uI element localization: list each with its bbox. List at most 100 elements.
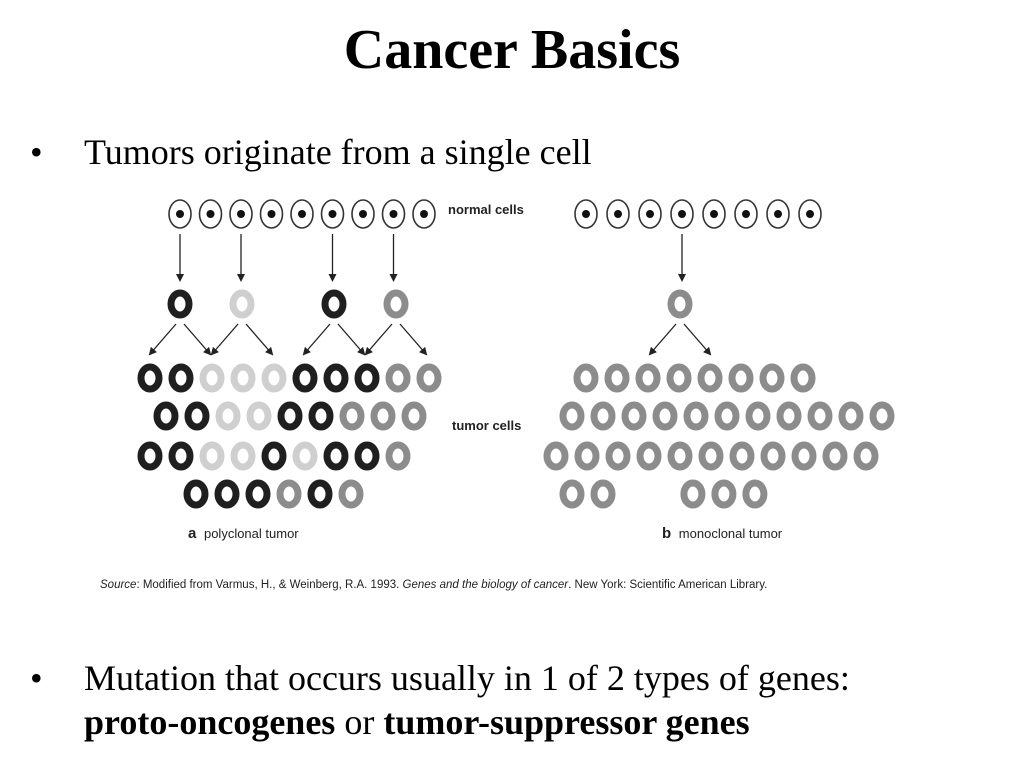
panel-a-tumor-cell	[214, 479, 240, 509]
normal-cell	[798, 199, 822, 229]
panel-a-tumor-cell	[354, 363, 380, 393]
normal-cell-nucleus	[742, 210, 750, 218]
panel-b-letter: b	[662, 525, 671, 542]
panel-a-tumor-cell	[370, 401, 396, 431]
normal-cell	[198, 199, 223, 229]
panel-b-caption: b monoclonal tumor	[662, 525, 783, 542]
panel-b-tumor-cell	[636, 441, 662, 471]
normal-cell-nucleus	[206, 210, 215, 218]
panel-b-tumor-cell	[853, 441, 879, 471]
panel-b-tumor-cell	[652, 401, 678, 431]
term-proto-oncogenes: proto-oncogenes	[84, 702, 336, 742]
panel-b-founder-cell	[667, 289, 693, 319]
panel-b-tumor-cell	[574, 441, 600, 471]
term-tumor-suppressor-genes: tumor-suppressor genes	[383, 702, 750, 742]
lineage-arrow	[683, 323, 712, 356]
panel-a-tumor-cell	[137, 363, 163, 393]
normal-cell	[606, 199, 630, 229]
lineage-arrow	[210, 323, 239, 356]
panel-a-tumor-cell	[385, 441, 411, 471]
panel-b-tumor-cell	[698, 441, 724, 471]
panel-b-tumor-cell	[680, 479, 706, 509]
panel-a-tumor-cell	[307, 479, 333, 509]
normal-cell-nucleus	[420, 210, 428, 218]
bullet-text: Tumors originate from a single cell	[84, 132, 592, 172]
source-suffix: . New York: Scientific American Library.	[568, 579, 767, 591]
panel-b-tumor-cell	[869, 401, 895, 431]
panel-b-tumor-cell	[697, 363, 723, 393]
panel-a-tumor-cell	[308, 401, 334, 431]
lineage-arrow	[245, 323, 274, 356]
panel-a-tumor-cell	[215, 401, 241, 431]
panel-b-tumor-cell	[714, 401, 740, 431]
panel-a-tumor-cell	[168, 441, 194, 471]
panel-b-tumor-cell	[590, 479, 616, 509]
bullet-marker: •	[30, 132, 43, 172]
tumor-clonality-diagram: normal cells tumor cells a polyclonal tu…	[100, 199, 895, 591]
bullet-line-1: Mutation that occurs usually in 1 of 2 t…	[84, 658, 850, 698]
panel-b-tumor-cell	[790, 363, 816, 393]
panel-a-tumor-cell	[276, 479, 302, 509]
panel-b-tumor-cell	[559, 479, 585, 509]
normal-cell-nucleus	[328, 210, 337, 218]
panel-a-tumor-cell	[338, 479, 364, 509]
normal-cell-nucleus	[298, 210, 306, 218]
normal-cell	[229, 199, 253, 229]
panel-a-tumor-cell	[230, 441, 256, 471]
normal-cell	[574, 199, 598, 229]
normal-cell-nucleus	[806, 210, 814, 218]
panel-b-tumor-cell	[667, 441, 693, 471]
panel-a-tumor-cell	[168, 363, 194, 393]
panel-a-tumor-cell	[137, 441, 163, 471]
normal-cell	[702, 199, 726, 229]
panel-b-tumor-cell	[822, 441, 848, 471]
panel-a-tumor-cell	[261, 441, 287, 471]
normal-cell-nucleus	[267, 210, 276, 218]
normal-cell-nucleus	[646, 210, 654, 218]
figure-source: Source: Modified from Varmus, H., & Wein…	[100, 579, 767, 591]
panel-b-tumor-cell	[666, 363, 692, 393]
normal-cell	[168, 199, 192, 229]
panel-a-tumor-cell	[323, 363, 349, 393]
panel-a-tumor-cell	[199, 363, 225, 393]
normal-cell	[259, 199, 284, 229]
panel-b-tumor-cell	[605, 441, 631, 471]
lineage-arrow	[302, 323, 331, 356]
panel-a-tumor-cell	[416, 363, 442, 393]
panel-a-tumor-cell	[401, 401, 427, 431]
normal-cells-label: normal cells	[448, 202, 524, 217]
panel-b-tumor-cell	[760, 441, 786, 471]
normal-cell	[766, 199, 790, 229]
panel-a-tumor-cell	[292, 441, 318, 471]
panel-a-tumor-cell	[292, 363, 318, 393]
tumor-cells-label: tumor cells	[452, 418, 521, 433]
panel-b-tumor-cell	[683, 401, 709, 431]
lineage-arrow	[183, 323, 212, 356]
panel-a-tumor-cell	[246, 401, 272, 431]
panel-a-letter: a	[188, 525, 197, 542]
normal-cell	[412, 199, 436, 229]
panel-a-founder-cell	[167, 289, 193, 319]
panel-a-founder-cell	[383, 289, 409, 319]
source-prefix: Source	[100, 579, 136, 591]
panel-b-tumor-cell	[543, 441, 569, 471]
panel-b-tumor-cell	[807, 401, 833, 431]
bullet-marker: •	[30, 658, 43, 698]
panel-b-caption-text: monoclonal tumor	[679, 526, 783, 541]
normal-cell	[734, 199, 758, 229]
panel-a-tumor-cell	[153, 401, 179, 431]
normal-cell	[381, 199, 406, 229]
panel-a-tumor-cell	[339, 401, 365, 431]
arrows-layer	[148, 234, 712, 356]
normal-cell	[290, 199, 314, 229]
panel-b-tumor-cell	[742, 479, 768, 509]
bullet-text: Mutation that occurs usually in 1 of 2 t…	[84, 656, 1004, 744]
panel-a-caption-text: polyclonal tumor	[204, 526, 299, 541]
panel-a-caption: a polyclonal tumor	[188, 525, 299, 542]
panel-b-tumor-cell	[728, 363, 754, 393]
cells-layer	[137, 199, 895, 509]
lineage-arrow	[364, 323, 393, 356]
panel-b-tumor-cell	[604, 363, 630, 393]
panel-a-tumor-cell	[323, 441, 349, 471]
panel-a-tumor-cell	[183, 479, 209, 509]
